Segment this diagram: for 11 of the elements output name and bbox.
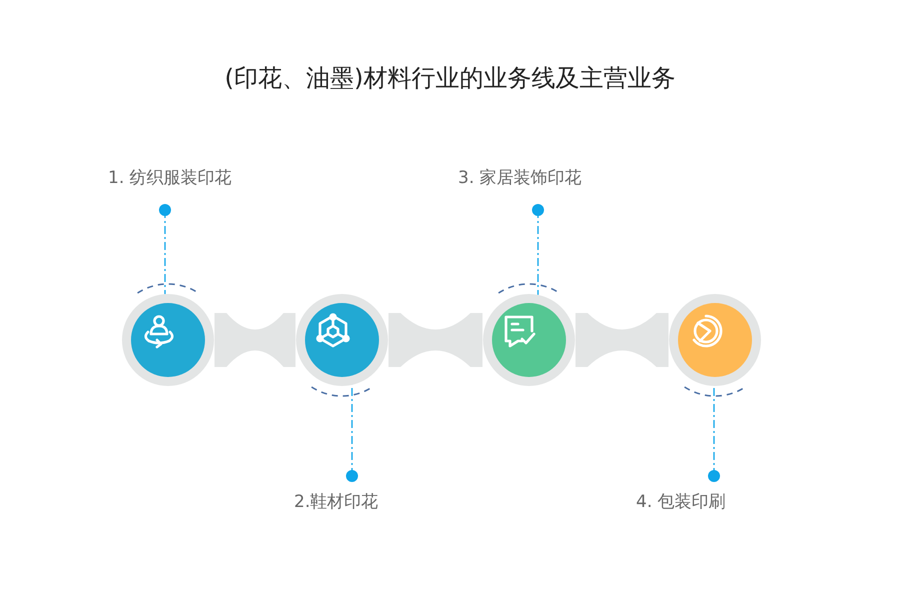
item-label: 1. 纺织服装印花 [108, 166, 232, 189]
leader-line [708, 386, 720, 482]
connector-band [388, 313, 482, 367]
item-label: 2.鞋材印花 [294, 490, 378, 513]
item-label: 4. 包装印刷 [636, 490, 726, 513]
connector-band [214, 313, 296, 367]
connector-band [576, 313, 668, 367]
title: (印花、油墨)材料行业的业务线及主营业务 [224, 63, 676, 94]
leader-line [532, 204, 544, 295]
leader-line [159, 204, 171, 294]
item-label: 3. 家居装饰印花 [458, 166, 582, 189]
